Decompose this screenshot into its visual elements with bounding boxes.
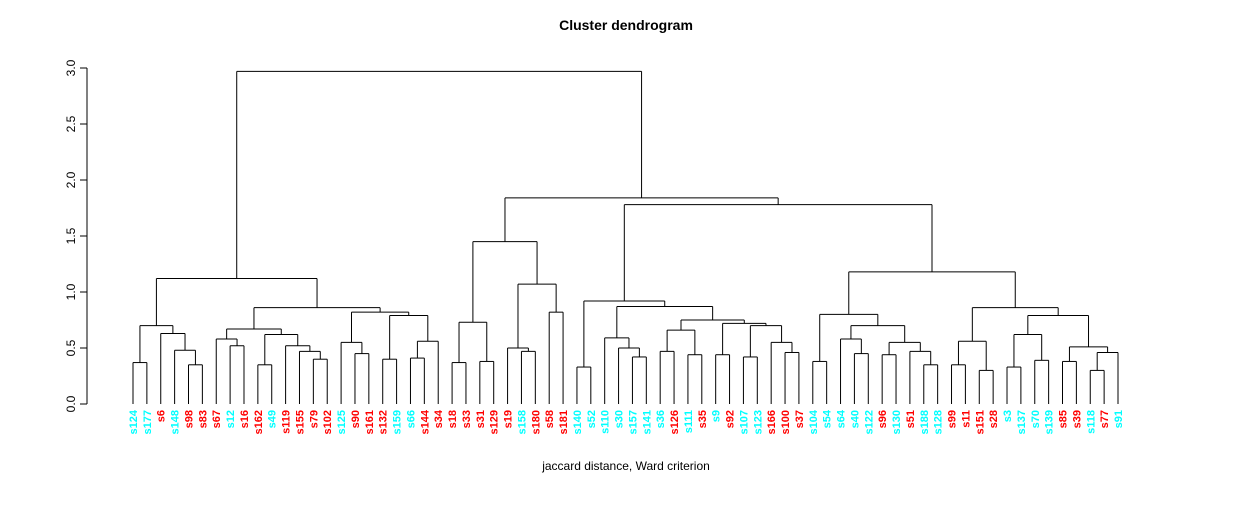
leaf-label-s123: s123 <box>752 410 764 434</box>
leaf-label-s64: s64 <box>836 409 848 428</box>
leaf-label-s66: s66 <box>405 410 417 428</box>
leaf-label-s129: s129 <box>489 410 501 434</box>
y-tick-label: 3.0 <box>64 59 78 76</box>
leaf-label-s102: s102 <box>322 410 334 434</box>
leaf-label-s130: s130 <box>891 410 903 434</box>
leaf-label-s125: s125 <box>336 410 348 434</box>
leaf-label-s11: s11 <box>960 410 972 428</box>
leaf-label-s54: s54 <box>822 409 834 428</box>
leaf-label-s51: s51 <box>905 410 917 428</box>
leaf-label-s100: s100 <box>780 410 792 434</box>
leaf-label-s110: s110 <box>600 410 612 434</box>
leaf-label-s58: s58 <box>544 410 556 428</box>
leaf-label-s188: s188 <box>919 410 931 434</box>
leaf-label-s16: s16 <box>239 410 251 428</box>
leaf-label-s141: s141 <box>641 410 653 434</box>
leaf-label-s161: s161 <box>364 410 376 434</box>
leaf-label-s98: s98 <box>183 410 195 428</box>
leaf-label-s180: s180 <box>530 410 542 434</box>
leaf-label-s18: s18 <box>447 410 459 428</box>
leaf-label-s181: s181 <box>558 410 570 434</box>
leaf-label-s96: s96 <box>877 410 889 428</box>
y-tick-label: 2.0 <box>64 171 78 188</box>
y-tick-label: 2.5 <box>64 115 78 132</box>
chart-caption: jaccard distance, Ward criterion <box>541 459 710 473</box>
chart-title: Cluster dendrogram <box>559 17 693 33</box>
leaf-label-s111: s111 <box>683 410 695 433</box>
leaf-label-s34: s34 <box>433 409 445 428</box>
leaf-label-s159: s159 <box>392 410 404 434</box>
leaf-label-s30: s30 <box>614 410 626 428</box>
leaf-label-s40: s40 <box>849 410 861 428</box>
leaf-label-s39: s39 <box>1071 410 1083 428</box>
leaf-label-s49: s49 <box>267 410 279 428</box>
leaf-label-s92: s92 <box>725 410 737 428</box>
leaf-label-s70: s70 <box>1030 410 1042 428</box>
leaf-label-s177: s177 <box>142 410 154 434</box>
leaf-label-s77: s77 <box>1099 410 1111 428</box>
leaf-label-s132: s132 <box>378 410 390 434</box>
leaf-label-s3: s3 <box>1002 410 1014 422</box>
leaf-label-s104: s104 <box>808 409 820 434</box>
leaf-label-s119: s119 <box>281 410 293 434</box>
leaf-label-s99: s99 <box>947 410 959 428</box>
leaf-label-s148: s148 <box>170 410 182 434</box>
leaf-label-s36: s36 <box>655 410 667 428</box>
leaf-label-s90: s90 <box>350 410 362 428</box>
leaf-label-s83: s83 <box>197 410 209 428</box>
leaf-label-s151: s151 <box>974 410 986 434</box>
leaf-label-s79: s79 <box>308 410 320 428</box>
leaf-label-s124: s124 <box>128 409 140 434</box>
leaf-label-s118: s118 <box>1085 410 1097 434</box>
leaf-label-s140: s140 <box>572 410 584 434</box>
y-axis: 0.0 0.5 1.0 1.5 2.0 2.5 3.0 <box>64 59 88 412</box>
y-tick-label: 1.5 <box>64 227 78 244</box>
leaf-label-s155: s155 <box>294 410 306 434</box>
y-tick-label: 1.0 <box>64 283 78 300</box>
leaf-label-s85: s85 <box>1058 410 1070 428</box>
leaf-label-s9: s9 <box>711 410 723 422</box>
leaf-label-s35: s35 <box>697 410 709 428</box>
leaf-label-s126: s126 <box>669 410 681 434</box>
leaf-label-s28: s28 <box>988 410 1000 428</box>
leaf-label-s158: s158 <box>516 410 528 434</box>
leaf-label-s166: s166 <box>766 410 778 434</box>
leaf-label-s137: s137 <box>1016 410 1028 434</box>
leaf-label-s37: s37 <box>794 410 806 428</box>
leaf-label-s162: s162 <box>253 410 265 434</box>
leaf-label-s52: s52 <box>586 410 598 428</box>
leaf-label-s67: s67 <box>211 410 223 428</box>
leaf-label-s6: s6 <box>156 410 168 422</box>
leaf-label-s91: s91 <box>1113 410 1125 428</box>
leaf-label-s157: s157 <box>627 410 639 434</box>
leaf-label-s12: s12 <box>225 410 237 428</box>
leaf-label-s139: s139 <box>1044 410 1056 434</box>
leaf-label-s33: s33 <box>461 410 473 428</box>
leaf-label-s31: s31 <box>475 410 487 428</box>
leaf-label-s122: s122 <box>863 410 875 434</box>
y-tick-label: 0.5 <box>64 339 78 356</box>
leaf-label-s144: s144 <box>419 409 431 434</box>
leaf-label-s128: s128 <box>933 410 945 434</box>
y-tick-label: 0.0 <box>64 395 78 412</box>
leaf-label-s19: s19 <box>503 410 515 428</box>
dendrogram-tree <box>132 70 1119 404</box>
leaf-label-s107: s107 <box>738 410 750 434</box>
